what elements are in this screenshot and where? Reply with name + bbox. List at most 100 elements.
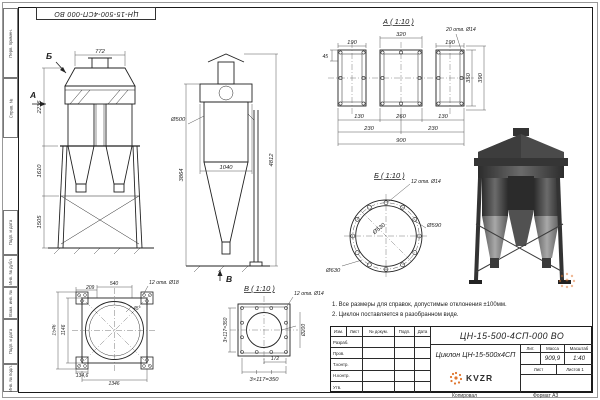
cyclone-3d-render [469, 128, 576, 289]
dim-3x117-bottom: 3×117=350 [250, 377, 280, 383]
dim-45: 45 [322, 54, 328, 60]
dim-130-left: 130 [354, 114, 364, 120]
view-a-title: А ( 1:10 ) [382, 17, 414, 26]
logo-text: KVZR [466, 373, 494, 383]
margin-field-inv-dubl: Инв. № дубл. [3, 255, 18, 287]
base-frame-holes [77, 293, 152, 368]
mass-label: Масса [546, 346, 559, 351]
dim-1146: 1146 [61, 324, 67, 335]
lit-label: Лит. [526, 346, 535, 351]
col-izm: Изм. [331, 327, 347, 337]
margin-field-inv-podl: Инв. № подл. [3, 364, 18, 392]
view-b-bolt-holes [350, 200, 422, 272]
dim-1505: 1505 [37, 215, 43, 229]
col-podp-label: Подп. [398, 329, 411, 334]
company-logo: KVZR [449, 371, 493, 385]
view-v-holes-callout: 12 отв. Ø14 [294, 291, 324, 297]
view-b-holes-callout: 12 отв. Ø14 [411, 179, 441, 185]
row-nkontr-name [363, 370, 395, 382]
margin-field-label: Справ. № [8, 98, 13, 118]
col-doc-label: № докум. [369, 329, 388, 334]
col-izm-label: Изм. [333, 329, 344, 334]
dim-d530: Ø530 [371, 222, 387, 237]
section-arrow-b: Б [46, 51, 67, 74]
row-razrab-date [415, 337, 431, 349]
base-frame-dimension-lines [56, 285, 149, 382]
row-prov-sign [395, 348, 415, 360]
view-b-drawing: Б ( 1:10 ) 12 отв. Ø14 Ø530 Ø590 Ø630 [325, 171, 442, 278]
lit-value [521, 353, 541, 365]
mass-value: 909,9 [541, 353, 565, 365]
row-razrab: Разраб. [331, 337, 363, 349]
row-prov: Пров. [331, 348, 363, 360]
watermark-logo-dots [558, 272, 576, 289]
side-view-geometry [186, 53, 270, 273]
row-prov-name [363, 348, 395, 360]
dim-4812: 4812 [269, 153, 275, 167]
view-a-dimension-lines [330, 33, 486, 146]
col-data: Дата [415, 327, 431, 337]
dim-390: 390 [478, 72, 484, 82]
row-tkontr-sign [395, 359, 415, 371]
mass-header: Масса [541, 345, 565, 353]
base-frame-centerlines [72, 288, 157, 373]
top-designation-text: ЦН-15-500-4СП-000 ВО [53, 10, 139, 17]
section-label-b: Б [46, 51, 52, 61]
row-utv-date [415, 381, 431, 393]
row-tkontr-date [415, 359, 431, 371]
section-label-v: В [226, 274, 232, 284]
dim-1546: 1546 [52, 324, 58, 335]
view-b-centerlines [344, 194, 428, 278]
margin-field-label: Подп. и дата [8, 328, 13, 355]
section-arrow-a: А [30, 90, 46, 107]
front-view-dimension-lines [42, 51, 126, 249]
row-utv-sign [395, 381, 415, 393]
row-utv-label: Утв. [333, 384, 342, 390]
view-v-dimension-lines [228, 296, 301, 374]
row-nkontr-sign [395, 370, 415, 382]
margin-field-label: Инв. № подл. [8, 364, 14, 392]
view-v-bolt-holes [240, 306, 288, 354]
section-label-a: А [30, 90, 36, 100]
row-razrab-sign [395, 337, 415, 349]
scale-value: 1:40 [565, 353, 593, 365]
product-name-text: Циклон ЦН-15-500х4СП [435, 350, 516, 359]
col-data-label: Дата [417, 329, 428, 334]
dim-230-right: 230 [427, 126, 438, 132]
dim-d200: Ø200 [301, 324, 307, 337]
dim-190-left: 190 [347, 40, 357, 46]
sheet-number-cell: Лист [521, 365, 557, 375]
front-view-drawing: 772 2236 1610 1505 Б А [30, 49, 154, 255]
designation-text: ЦН-15-500-4СП-000 ВО [459, 330, 565, 341]
mass-value-text: 909,9 [544, 355, 561, 362]
dim-d630: Ø630 [325, 268, 341, 274]
view-a-centerlines [328, 42, 474, 114]
dim-134-6: 134,6 [76, 373, 89, 379]
dim-d590: Ø590 [426, 223, 442, 229]
margin-field-podp-data-2: Подп. и дата [3, 319, 18, 364]
view-b-leaders [341, 183, 427, 267]
row-razrab-name [363, 337, 395, 349]
dim-d500: Ø500 [170, 117, 186, 123]
row-tkontr: Т.контр. [331, 359, 363, 371]
dim-3x117-left: 3×117=350 [223, 317, 229, 342]
logo-dots-icon [449, 371, 463, 385]
row-razrab-label: Разраб. [333, 339, 349, 345]
drawing-frame [18, 7, 593, 393]
row-nkontr-label: Н.контр. [333, 373, 350, 379]
row-utv: Утв. [331, 381, 363, 393]
base-frame-view: 12 отв. Ø18 540 209 45° 1146 1546 134,6 … [52, 280, 179, 386]
scale-label: Масштаб [569, 346, 589, 351]
side-view-drawing: Ø500 1040 3864 4812 В [170, 53, 278, 284]
dim-209: 209 [85, 285, 95, 291]
col-podp: Подп. [395, 327, 415, 337]
sheet-number-label: Лист [533, 367, 544, 372]
margin-field-label: Инв. № дубл. [8, 257, 14, 285]
dim-172: 172 [271, 356, 280, 362]
view-v-drawing: В ( 1:10 ) 12 отв. Ø14 172 3×117=350 3× [223, 284, 324, 383]
dim-45deg: 45° [133, 306, 141, 312]
dim-320: 320 [396, 32, 406, 38]
view-v-title: В ( 1:10 ) [244, 284, 275, 293]
